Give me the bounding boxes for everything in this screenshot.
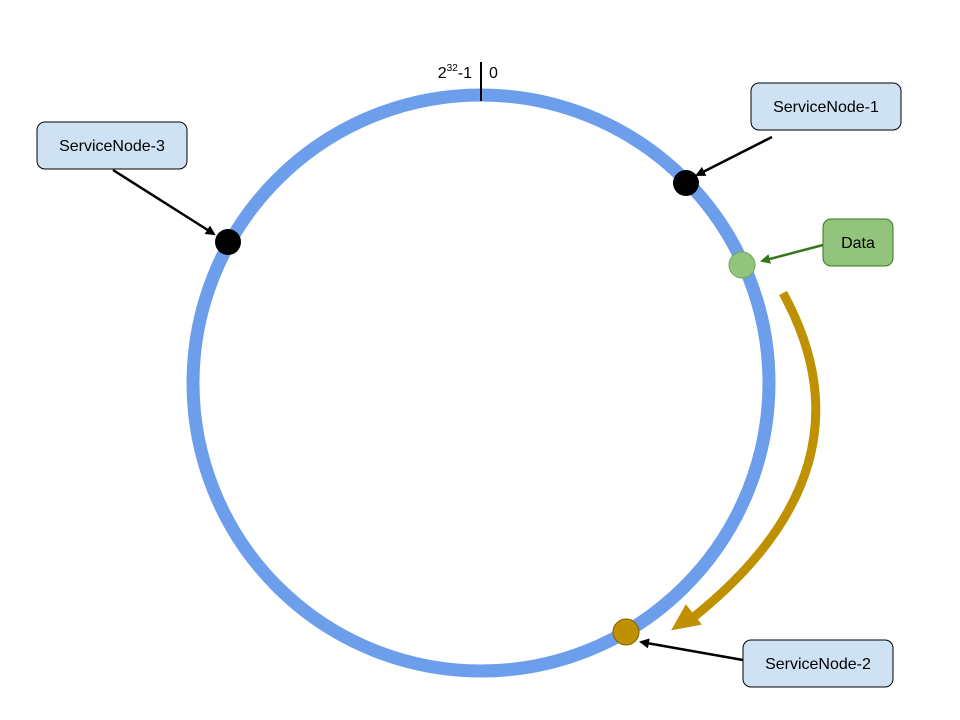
service-node-1-dot [673,170,699,196]
service-node-3-label: ServiceNode-3 [59,138,165,155]
data-item: Data [728,218,894,279]
service-node-2-label: ServiceNode-2 [765,656,871,673]
service-node-3: ServiceNode-3 [36,121,241,255]
data-label: Data [841,235,875,252]
ring-max-label: 232-1 [438,63,472,82]
service-node-1-box [750,82,902,131]
clockwise-flow-arrowhead [671,604,702,631]
service-node-1-pointer [695,135,773,177]
clockwise-flow-arrow-shaft [687,290,821,624]
service-node-3-dot [215,229,241,255]
service-node-1: ServiceNode-1 [673,82,902,196]
data-dot [728,251,756,279]
ring-zero-label: 0 [489,65,498,82]
service-node-1-label: ServiceNode-1 [773,99,879,116]
data-box [822,218,894,267]
service-node-2: ServiceNode-2 [612,618,894,688]
service-node-2-dot [612,618,640,646]
data-pointer [760,243,824,264]
service-node-3-box [36,121,188,170]
service-node-2-pointer [639,638,744,662]
service-node-2-box [742,639,894,688]
service-node-3-pointer [112,168,216,236]
